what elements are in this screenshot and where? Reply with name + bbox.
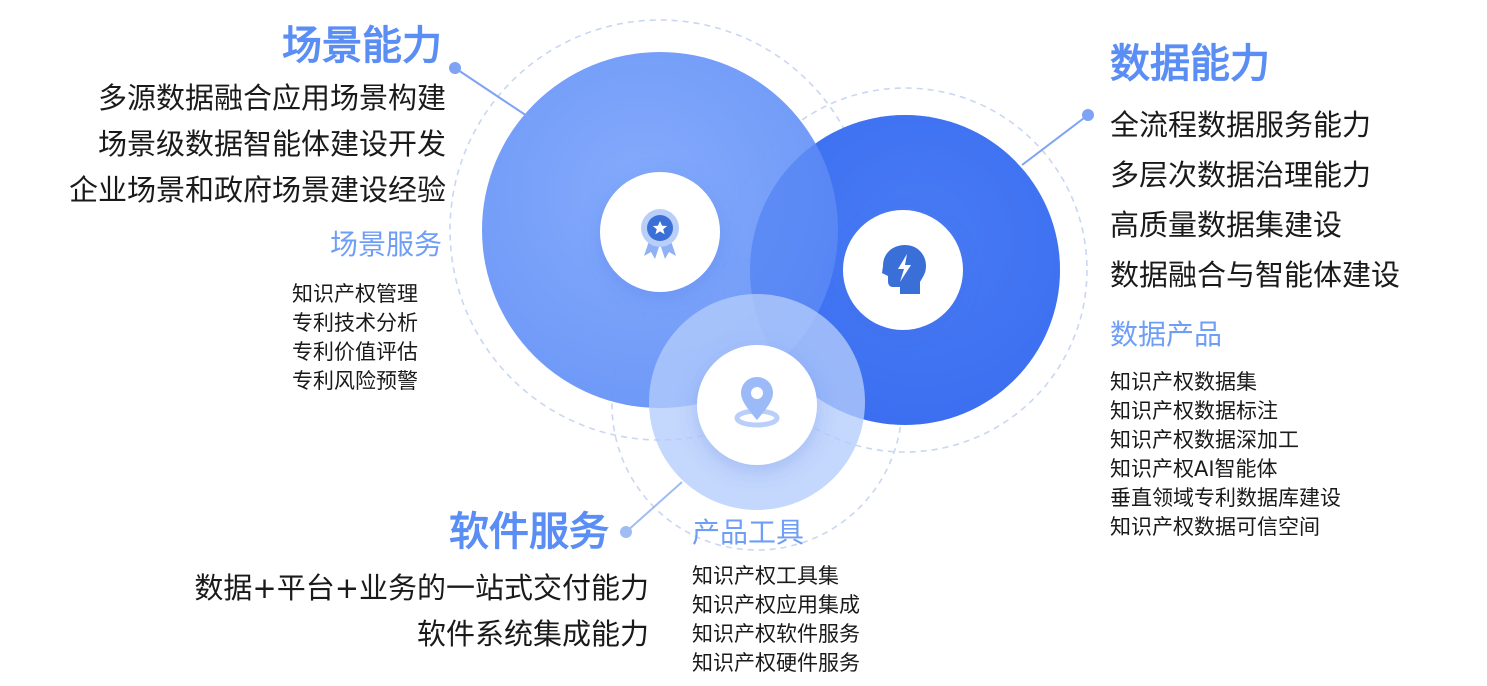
software-tools-list: 知识产权工具集 知识产权应用集成 知识产权软件服务 知识产权硬件服务 [692, 562, 860, 678]
scene-capability-list: 多源数据融合应用场景构建 场景级数据智能体建设开发 企业场景和政府场景建设经验 [69, 75, 446, 213]
software-connector-line [625, 481, 683, 533]
scene-service-item: 专利技术分析 [292, 311, 418, 335]
software-tool-item: 知识产权应用集成 [692, 593, 860, 617]
software-tool-item: 知识产权硬件服务 [692, 651, 860, 675]
data-capability-item: 全流程数据服务能力 [1110, 108, 1372, 142]
data-product-item: 知识产权数据深加工 [1110, 428, 1299, 452]
location-pin-icon [734, 377, 780, 428]
software-tools-title: 产品工具 [692, 516, 805, 549]
data-title: 数据能力 [1110, 41, 1270, 87]
data-products-title: 数据产品 [1110, 318, 1223, 351]
data-orbit-ring [722, 87, 1088, 453]
data-capability-item: 多层次数据治理能力 [1110, 158, 1372, 192]
scene-service-item: 知识产权管理 [292, 282, 418, 306]
scene-service-item: 专利风险预警 [292, 369, 418, 393]
scene-connector-dot [449, 62, 461, 74]
software-connector-dot [620, 526, 632, 538]
data-product-item: 知识产权数据标注 [1110, 399, 1278, 423]
software-capability-item: 软件系统集成能力 [416, 617, 649, 651]
scene-capability-item: 场景级数据智能体建设开发 [97, 127, 446, 161]
software-tool-item: 知识产权软件服务 [692, 622, 860, 646]
data-product-item: 知识产权AI智能体 [1110, 457, 1278, 481]
award-badge-icon [641, 209, 679, 259]
data-product-item: 知识产权数据可信空间 [1110, 515, 1320, 539]
data-capability-item: 高质量数据集建设 [1110, 208, 1343, 242]
scene-capability-item: 企业场景和政府场景建设经验 [68, 173, 446, 207]
data-capability-item: 数据融合与智能体建设 [1110, 258, 1401, 292]
software-capability-item: 数据+平台+业务的一站式交付能力 [194, 571, 649, 605]
software-capability-list: 数据+平台+业务的一站式交付能力 软件系统集成能力 [194, 565, 649, 657]
scene-connector-line [454, 67, 531, 119]
data-connector-line [1021, 114, 1089, 166]
scene-capability-item: 多源数据融合应用场景构建 [97, 81, 446, 115]
data-product-item: 垂直领域专利数据库建设 [1110, 486, 1341, 510]
software-tool-item: 知识产权工具集 [692, 564, 839, 588]
data-capability-list: 全流程数据服务能力 多层次数据治理能力 高质量数据集建设 数据融合与智能体建设 [1110, 100, 1400, 300]
data-connector-dot [1082, 109, 1094, 121]
software-title: 软件服务 [449, 509, 609, 555]
brain-lightning-icon [882, 245, 926, 294]
scene-services-title: 场景服务 [329, 228, 442, 261]
scene-service-item: 专利价值评估 [292, 340, 418, 364]
scene-services-list: 知识产权管理 专利技术分析 专利价值评估 专利风险预警 [292, 280, 418, 396]
data-product-item: 知识产权数据集 [1110, 370, 1257, 394]
scene-title: 场景能力 [282, 23, 442, 69]
data-products-list: 知识产权数据集 知识产权数据标注 知识产权数据深加工 知识产权AI智能体 垂直领… [1110, 368, 1341, 542]
